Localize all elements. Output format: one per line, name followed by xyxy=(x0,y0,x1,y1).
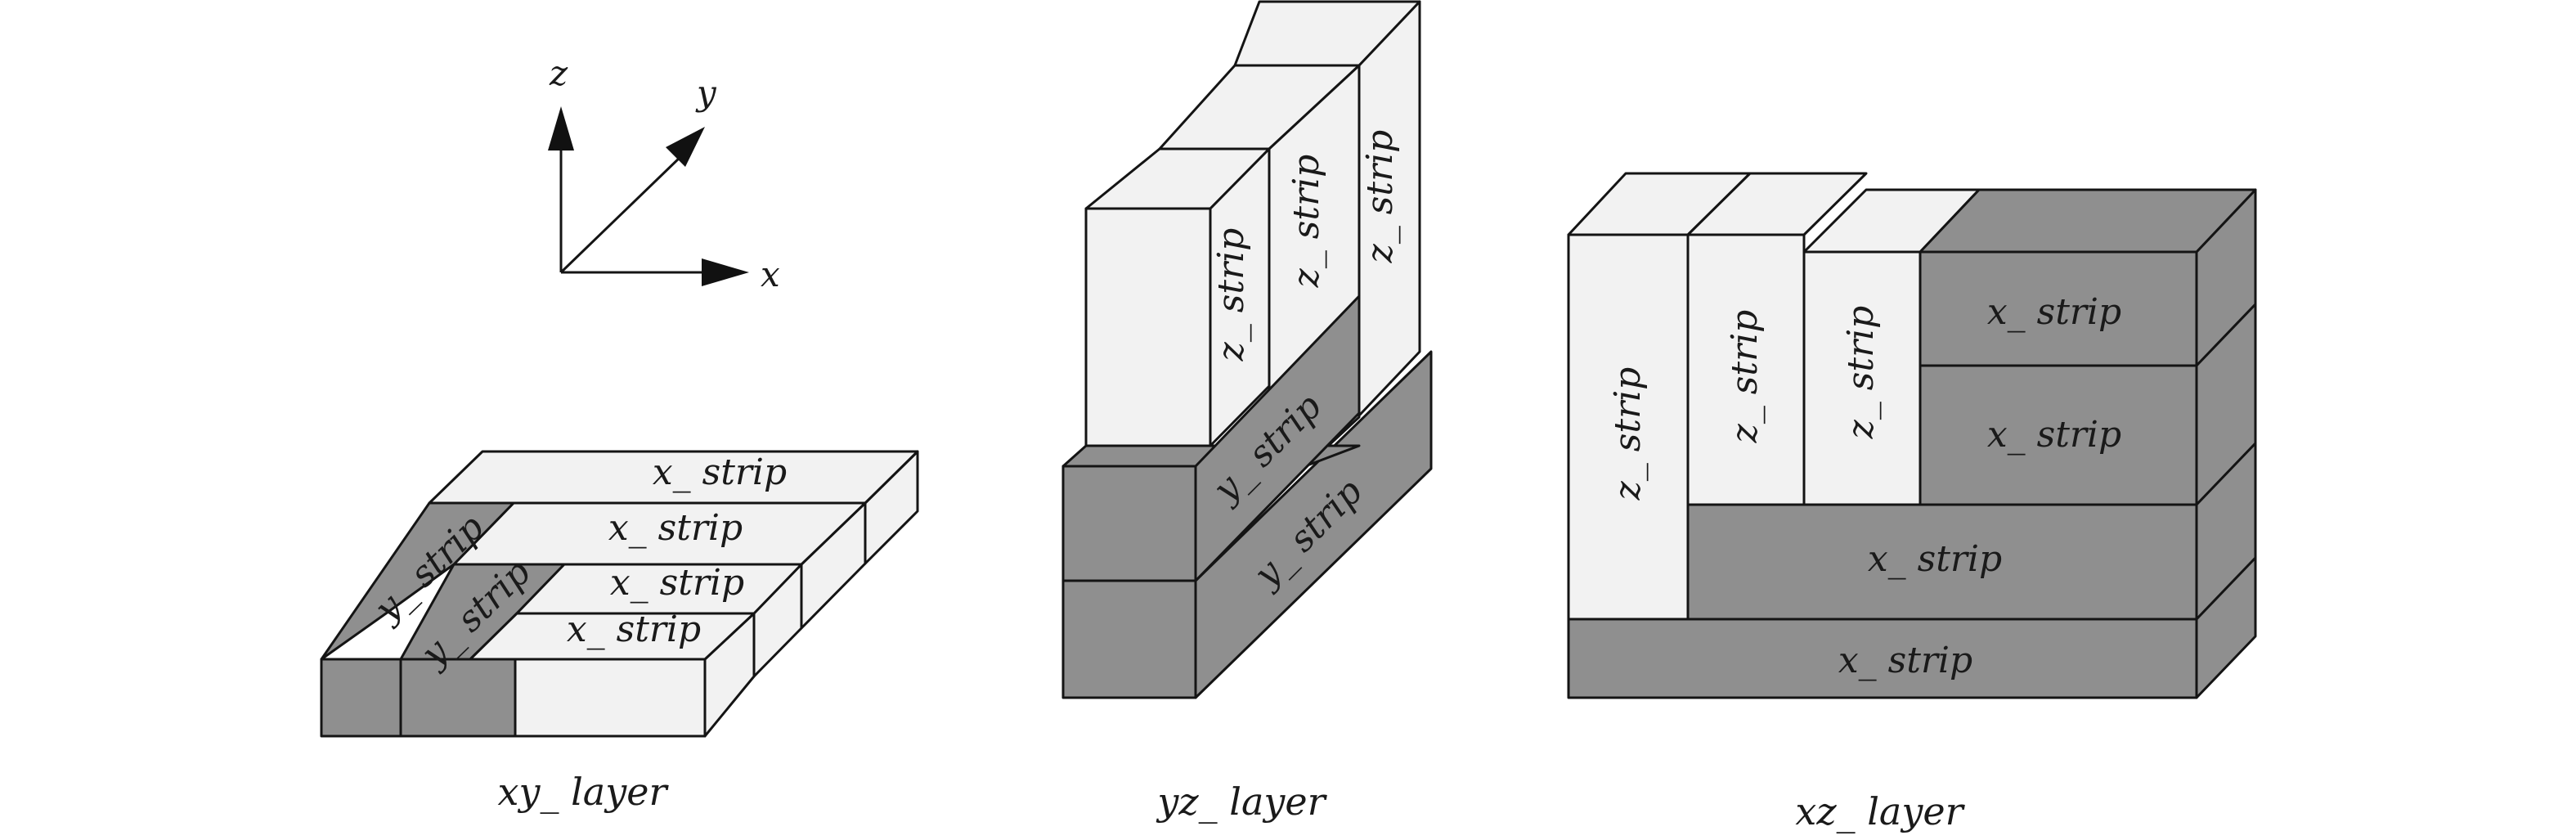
xy-layer: x_ strip x_ strip x_ strip x_ strip y_ s… xyxy=(320,450,919,814)
xz-layer-caption: xz_ layer xyxy=(1795,789,1965,833)
yz-z-strip-label-3: z_ strip xyxy=(1359,130,1401,264)
xz-z-strip-label-2: z_ strip xyxy=(1724,310,1766,444)
xz-x-strip-label-2: x_ strip xyxy=(1987,414,2121,456)
yz-layer-caption: yz_ layer xyxy=(1156,779,1327,824)
y-axis-line xyxy=(559,154,684,274)
yz-layer: z_ strip z_ strip z_ strip y_ strip y_ s… xyxy=(1061,0,1433,824)
xz-front-z-strip-1 xyxy=(1567,233,1690,621)
xz-front-x-strip-2 xyxy=(1919,364,2198,506)
xy-x-strip-label-2: x_ strip xyxy=(608,507,743,549)
xy-x-strip-label-4: x_ strip xyxy=(567,609,701,650)
coordinate-axes: z y x xyxy=(548,53,780,294)
yz-col1-face xyxy=(1084,207,1212,447)
yz-z-strip-label-2: z_ strip xyxy=(1286,155,1327,289)
xy-front-y-strip-2 xyxy=(399,658,517,738)
xz-front-x-strip-1 xyxy=(1919,250,2198,367)
xz-z-strip-label-3: z_ strip xyxy=(1840,306,1882,440)
xy-front-x-strip xyxy=(514,658,707,738)
xz-x-strip-label-4: x_ strip xyxy=(1838,640,1972,681)
xy-front-y-strip-1 xyxy=(320,658,402,738)
xz-x-strip-label-3: x_ strip xyxy=(1868,538,2002,580)
z-axis-arrowhead xyxy=(548,106,574,150)
y-axis-arrowhead xyxy=(666,127,705,167)
xz-front-z-strip-2 xyxy=(1686,233,1806,506)
x-axis-label: x xyxy=(761,254,780,294)
yz-col1-front xyxy=(1209,147,1271,447)
xy-layer-caption: xy_ layer xyxy=(498,770,670,814)
xy-top-y-strip-1 xyxy=(320,501,515,661)
y-axis-label: y xyxy=(695,73,717,113)
xz-x-strip-label-1: x_ strip xyxy=(1987,291,2121,333)
xy-x-strip-label-1: x_ strip xyxy=(653,451,787,493)
xz-top-x-strip xyxy=(1919,188,2257,254)
z-axis-label: z xyxy=(549,53,568,93)
xz-layer: z_ strip z_ strip z_ strip x_ strip x_ s… xyxy=(1567,172,2257,833)
yz-z-strip-label-1: z_ strip xyxy=(1210,228,1252,362)
xz-front-z-strip-3 xyxy=(1802,250,1922,506)
xz-front-x-strip-3 xyxy=(1686,503,2198,621)
xy-x-strip-label-3: x_ strip xyxy=(610,562,744,604)
x-axis-arrowhead xyxy=(702,258,749,286)
xz-z-strip-label-1: z_ strip xyxy=(1607,367,1649,501)
xz-front-x-strip-4 xyxy=(1567,618,2198,699)
yz-front-block-lower xyxy=(1061,579,1197,699)
yz-front-block-upper xyxy=(1061,465,1197,582)
